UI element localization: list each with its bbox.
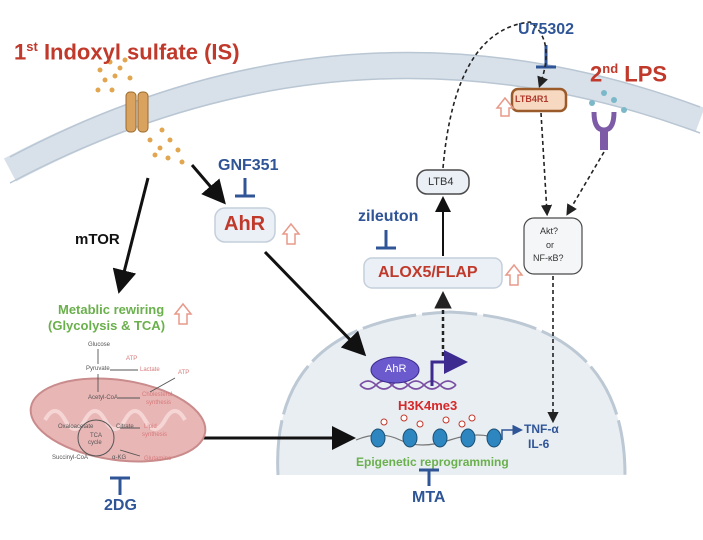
tnf-alpha-label: TNF-α	[524, 422, 559, 436]
tca-cycle-label: cycle	[88, 440, 102, 446]
2dg-label: 2DG	[104, 497, 137, 514]
ahr-cytoplasm-box	[214, 207, 276, 243]
up-arrow-icon-ahr	[281, 222, 301, 245]
glucose-label: Glucose	[88, 342, 111, 348]
cytokine-transcription-arrow	[501, 424, 523, 440]
cholesterol-synthesis-label: synthesis	[146, 400, 172, 406]
or-label: or	[546, 240, 555, 250]
h3k4me3-label: H3K4me3	[398, 398, 458, 413]
indoxyl-sulfate-particles-icon	[95, 57, 185, 165]
ltb4-label: LTB4	[428, 176, 454, 188]
title-lps: 2nd LPS	[590, 61, 668, 87]
mitochondrion-icon	[29, 377, 207, 463]
arrow-is-to-ahr	[190, 164, 226, 205]
acetyl-coa-label: Acetyl-CoA	[88, 395, 119, 401]
ltb4-box	[416, 169, 470, 195]
metabolic-rewiring-sub-label: (Glycolysis & TCA)	[48, 318, 166, 333]
succinyl-coa-label: Succinyl-CoA	[52, 455, 89, 461]
arrow-ahr-to-nucleus	[263, 250, 367, 357]
transcription-arrow-icon	[430, 350, 468, 386]
atp-label-1: ATP	[126, 356, 138, 362]
mtor-label: mTOR	[75, 231, 120, 248]
arrow-ltb4r1-to-akt	[540, 112, 553, 217]
lipid-label: Lipid	[144, 424, 157, 430]
nfkb-label: NF-κB?	[533, 253, 564, 263]
zileuton-label: zileuton	[358, 208, 419, 225]
nucleus	[276, 310, 627, 476]
akt-nfkb-box	[523, 217, 583, 275]
arrow-is-to-metabolic	[112, 177, 150, 294]
gnf351-inhibitor-icon	[235, 178, 255, 198]
citrate-label: Citrate	[116, 424, 134, 430]
lactate-label: Lactate	[140, 367, 160, 373]
is-transporter-icon	[125, 91, 149, 133]
2dg-inhibitor-icon	[110, 476, 130, 495]
ahr-nucleus-label: AhR	[385, 363, 407, 375]
tca-cycle-icon	[77, 419, 115, 457]
akt-label: Akt?	[540, 226, 559, 236]
akg-label: α-KG	[112, 455, 127, 461]
dna-icon	[359, 380, 457, 390]
arrow-lps-to-akt	[566, 151, 605, 216]
atp-label-2: ATP	[178, 370, 190, 376]
u75302-label: U75302	[518, 21, 575, 38]
up-arrow-icon-ltb4r1	[495, 96, 515, 117]
zileuton-inhibitor-icon	[376, 230, 396, 250]
up-arrow-icon-alox5	[504, 263, 524, 286]
tca-label: TCA	[90, 433, 102, 439]
mta-label: MTA	[412, 489, 446, 506]
cholesterol-label: Cholesterol	[142, 392, 173, 398]
cell-membrane	[3, 51, 703, 184]
metabolism-pathway-lines	[97, 349, 176, 457]
metabolic-rewiring-label: Metablic rewiring	[58, 302, 165, 317]
alox5-flap-label: ALOX5/FLAP	[378, 264, 478, 281]
lps-receptor-icon	[589, 90, 627, 150]
arrow-ltb4-to-ltb4r1	[442, 21, 548, 169]
title-indoxyl-sulfate: 1st Indoxyl sulfate (IS)	[14, 39, 240, 65]
ahr-nucleus-protein	[370, 356, 420, 384]
ltb4r1-label: LTB4R1	[515, 94, 549, 104]
oxaloacetate-label: Oxaloacetate	[58, 424, 94, 430]
il6-label: IL-6	[528, 437, 550, 451]
glutamine-label: Glutamine	[144, 456, 172, 462]
pyruvate-label: Pyruvate	[86, 366, 110, 372]
gnf351-label: GNF351	[218, 157, 279, 174]
epigenetic-reprogramming-label: Epigenetic reprogramming	[356, 455, 509, 469]
ahr-cytoplasm-label: AhR	[224, 213, 266, 235]
alox5-flap-box	[363, 257, 503, 289]
mta-inhibitor-icon	[419, 468, 439, 486]
chromatin-icon	[355, 414, 502, 448]
ltb4r1-receptor	[510, 87, 568, 113]
up-arrow-icon-metabolic	[173, 302, 193, 325]
lipid-synthesis-label: synthesis	[142, 432, 168, 438]
